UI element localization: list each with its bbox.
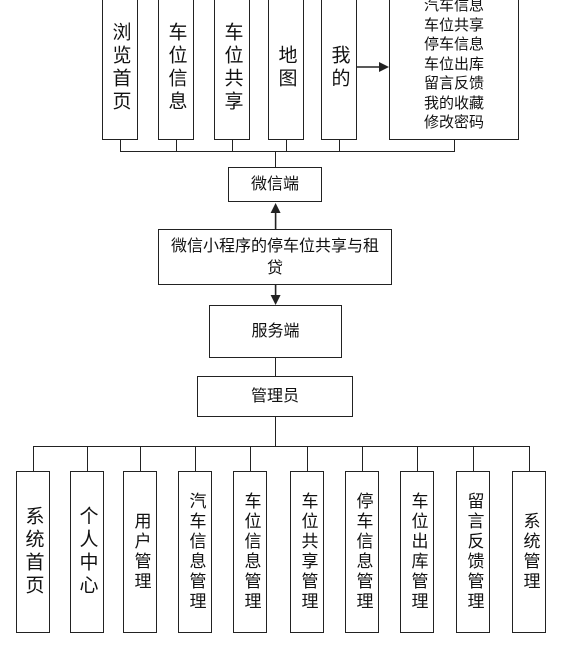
mine-submenu-box: 汽车信息 车位共享 停车信息 车位出库 留言反馈 我的收藏 修改密码 <box>389 0 519 140</box>
admin-module-label: 系统首页 <box>22 506 45 598</box>
wechat-module-mine: 我的 <box>321 0 357 140</box>
wechat-client-box: 微信端 <box>228 167 322 202</box>
wechat-module-space-sharing: 车位共享 <box>214 0 250 140</box>
mine-submenu-item: 我的收藏 <box>423 93 484 112</box>
admin-module-space-sharing: 车位共享管理 <box>290 471 324 633</box>
connector-line <box>473 446 475 472</box>
wechat-module-label: 地图 <box>275 44 298 91</box>
connector-line <box>33 446 35 472</box>
server-label: 服务端 <box>251 321 300 341</box>
connector-line <box>275 417 277 447</box>
admin-module-label: 车位共享管理 <box>297 492 318 612</box>
admin-module-space-checkout: 车位出库管理 <box>400 471 434 633</box>
connector-line <box>339 140 341 152</box>
arrowhead-up <box>270 203 281 213</box>
wechat-module-map: 地图 <box>268 0 304 140</box>
admin-module-personal-center: 个人中心 <box>70 471 104 633</box>
admin-module-label: 留言反馈管理 <box>463 492 484 612</box>
arrowhead-right <box>379 62 389 72</box>
connector-line <box>140 446 142 472</box>
connector-line <box>120 140 122 152</box>
server-box: 服务端 <box>209 305 342 358</box>
connector-line <box>307 446 309 472</box>
admin-module-feedback: 留言反馈管理 <box>456 471 490 633</box>
admin-module-space-info: 车位信息管理 <box>233 471 267 633</box>
connector-line <box>232 140 234 152</box>
connector-line <box>87 446 89 472</box>
connector-line <box>33 446 530 448</box>
wechat-module-label: 车位共享 <box>221 21 244 114</box>
admin-module-label: 系统管理 <box>519 512 540 592</box>
connector-line <box>120 151 455 153</box>
connector-line <box>417 446 419 472</box>
admin-module-system-home: 系统首页 <box>16 471 50 633</box>
admin-module-system-management: 系统管理 <box>512 471 546 633</box>
admin-module-label: 停车信息管理 <box>352 492 373 612</box>
wechat-client-label: 微信端 <box>250 174 299 194</box>
mine-submenu-item: 汽车信息 <box>423 0 484 14</box>
connector-line <box>250 446 252 472</box>
mine-submenu-item: 停车信息 <box>423 35 484 53</box>
system-box: 微信小程序的停车位共享与租贷 <box>158 229 392 285</box>
system-label: 微信小程序的停车位共享与租贷 <box>170 235 379 277</box>
connector-line <box>195 446 197 472</box>
admin-module-label: 汽车信息管理 <box>185 492 206 612</box>
admin-module-label: 车位信息管理 <box>240 492 261 612</box>
wechat-module-parking-info: 车位信息 <box>158 0 194 140</box>
admin-box: 管理员 <box>197 376 353 417</box>
mine-submenu-item: 留言反馈 <box>423 74 484 92</box>
connector-line <box>529 446 531 472</box>
mine-submenu-item: 修改密码 <box>423 113 484 131</box>
admin-module-car-info: 汽车信息管理 <box>178 471 212 633</box>
admin-module-parking-info: 停车信息管理 <box>345 471 379 633</box>
connector-line <box>275 151 277 168</box>
wechat-module-browse-home: 浏览首页 <box>102 0 138 140</box>
mine-submenu-item: 车位出库 <box>423 54 484 73</box>
connector-line <box>275 358 277 376</box>
connector-line <box>176 140 178 152</box>
admin-module-label: 车位出库管理 <box>407 492 428 612</box>
admin-module-label: 个人中心 <box>76 506 99 598</box>
wechat-module-label: 浏览首页 <box>109 21 132 114</box>
admin-module-user-management: 用户管理 <box>123 471 157 633</box>
mine-submenu-item: 车位共享 <box>423 15 484 34</box>
admin-module-label: 用户管理 <box>130 512 151 592</box>
connector-line <box>362 446 364 472</box>
connector-line <box>454 140 456 152</box>
wechat-module-label: 我的 <box>328 44 351 91</box>
connector-line <box>286 140 288 152</box>
arrowhead-down <box>270 295 281 305</box>
admin-label: 管理员 <box>250 386 299 406</box>
wechat-module-label: 车位信息 <box>165 21 188 114</box>
